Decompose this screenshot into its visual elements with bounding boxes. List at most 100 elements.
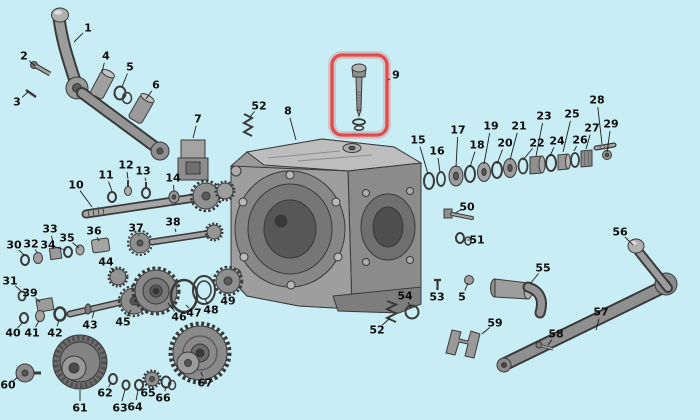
part-number-14: 14 [165, 172, 181, 185]
part-number-56: 56 [612, 226, 628, 239]
mounting-foot [332, 286, 422, 314]
handle-knob [627, 238, 645, 254]
pin [25, 88, 37, 99]
leader-line-18 [469, 151, 476, 168]
leader-line-52 [381, 317, 391, 326]
part-number-8: 8 [284, 105, 292, 118]
leader-line-1 [73, 32, 84, 43]
part-number-37: 37 [128, 222, 143, 235]
leader-line-59 [481, 327, 490, 335]
part-number-40: 40 [5, 327, 21, 340]
part-number-9: 9 [392, 69, 400, 82]
bottom-left-clutch-parts [15, 321, 232, 391]
leader-line-22 [522, 148, 533, 161]
part-number-50: 50 [459, 201, 475, 214]
part-number-17: 17 [450, 124, 465, 137]
leader-line-48 [204, 298, 208, 305]
part-number-5: 5 [458, 291, 466, 304]
leader-line-4 [101, 62, 105, 73]
leader-line-46 [167, 302, 176, 312]
part-number-59: 59 [487, 317, 502, 330]
leader-line-28 [597, 106, 603, 145]
clevis-fork [445, 329, 481, 359]
part-number-55: 55 [535, 262, 550, 275]
leader-line-66 [164, 386, 167, 392]
part-number-25: 25 [564, 108, 579, 121]
part-number-5: 5 [126, 61, 134, 74]
part-number-51: 51 [469, 234, 484, 247]
part-number-54: 54 [397, 290, 413, 303]
leader-line-44 [110, 267, 115, 273]
part-number-23: 23 [536, 110, 551, 123]
part-number-21: 21 [511, 120, 526, 133]
part-number-10: 10 [68, 179, 84, 192]
part-number-52: 52 [251, 100, 266, 113]
part-number-49: 49 [220, 295, 235, 308]
leader-line-45 [126, 309, 132, 317]
part-number-16: 16 [429, 145, 445, 158]
main-housing [230, 138, 423, 314]
part-number-28: 28 [589, 94, 604, 107]
part-number-62: 62 [97, 387, 112, 400]
detent-and-bolt-parts [384, 208, 474, 323]
part-number-4: 4 [102, 50, 110, 63]
leader-line-32 [34, 249, 38, 253]
bolt-head [351, 63, 367, 73]
upper-left-lever-assembly [25, 7, 255, 181]
leader-line-57 [595, 318, 600, 331]
leader-line-38 [174, 228, 177, 233]
leader-line-34 [54, 246, 67, 251]
leader-line-6 [145, 90, 153, 100]
part-number-24: 24 [549, 135, 565, 148]
part-number-1: 1 [84, 22, 92, 35]
part-number-33: 33 [42, 223, 57, 236]
part-number-39: 39 [22, 287, 37, 300]
leader-line-14 [173, 184, 175, 192]
part-number-38: 38 [165, 216, 180, 229]
leader-line-35 [72, 242, 80, 249]
leader-line-30 [18, 249, 25, 256]
part-number-19: 19 [483, 120, 498, 133]
ball [464, 275, 474, 285]
leader-line-23 [535, 122, 544, 157]
leader-line-16 [437, 157, 441, 173]
part-number-61: 61 [72, 402, 87, 415]
spring [384, 300, 399, 323]
leader-line-67 [200, 371, 204, 377]
leader-line-37 [138, 234, 140, 237]
leader-line-26 [573, 145, 577, 152]
o-ring [169, 278, 199, 314]
part-number-3: 3 [13, 96, 21, 109]
part-number-60: 60 [0, 379, 16, 392]
part-number-2: 2 [20, 50, 28, 63]
leader-line-41 [35, 320, 40, 328]
part-number-7: 7 [194, 113, 202, 126]
highlight-box [330, 53, 389, 137]
part-number-58: 58 [548, 328, 563, 341]
lever-knob [51, 7, 69, 23]
leader-line-47 [185, 304, 190, 309]
spring [241, 113, 255, 137]
part-number-27: 27 [584, 122, 599, 135]
leader-line-29 [606, 130, 611, 153]
leader-line-63 [121, 389, 126, 402]
leader-line-42 [56, 319, 60, 327]
part-number-26: 26 [572, 134, 588, 147]
part-number-22: 22 [529, 137, 544, 150]
leader-line-25 [562, 120, 571, 153]
part-number-43: 43 [82, 319, 97, 332]
leader-line-13 [144, 177, 147, 182]
leader-line-2 [28, 60, 36, 67]
leader-line-24 [549, 147, 555, 157]
part-number-65: 65 [140, 387, 155, 400]
part-number-20: 20 [497, 137, 513, 150]
part-number-42: 42 [47, 327, 62, 340]
part-number-45: 45 [115, 316, 130, 329]
leader-line-36 [96, 237, 100, 242]
part-number-13: 13 [135, 165, 150, 178]
leader-line-55 [529, 273, 539, 285]
leader-line-40 [17, 321, 24, 329]
ring [404, 304, 420, 320]
